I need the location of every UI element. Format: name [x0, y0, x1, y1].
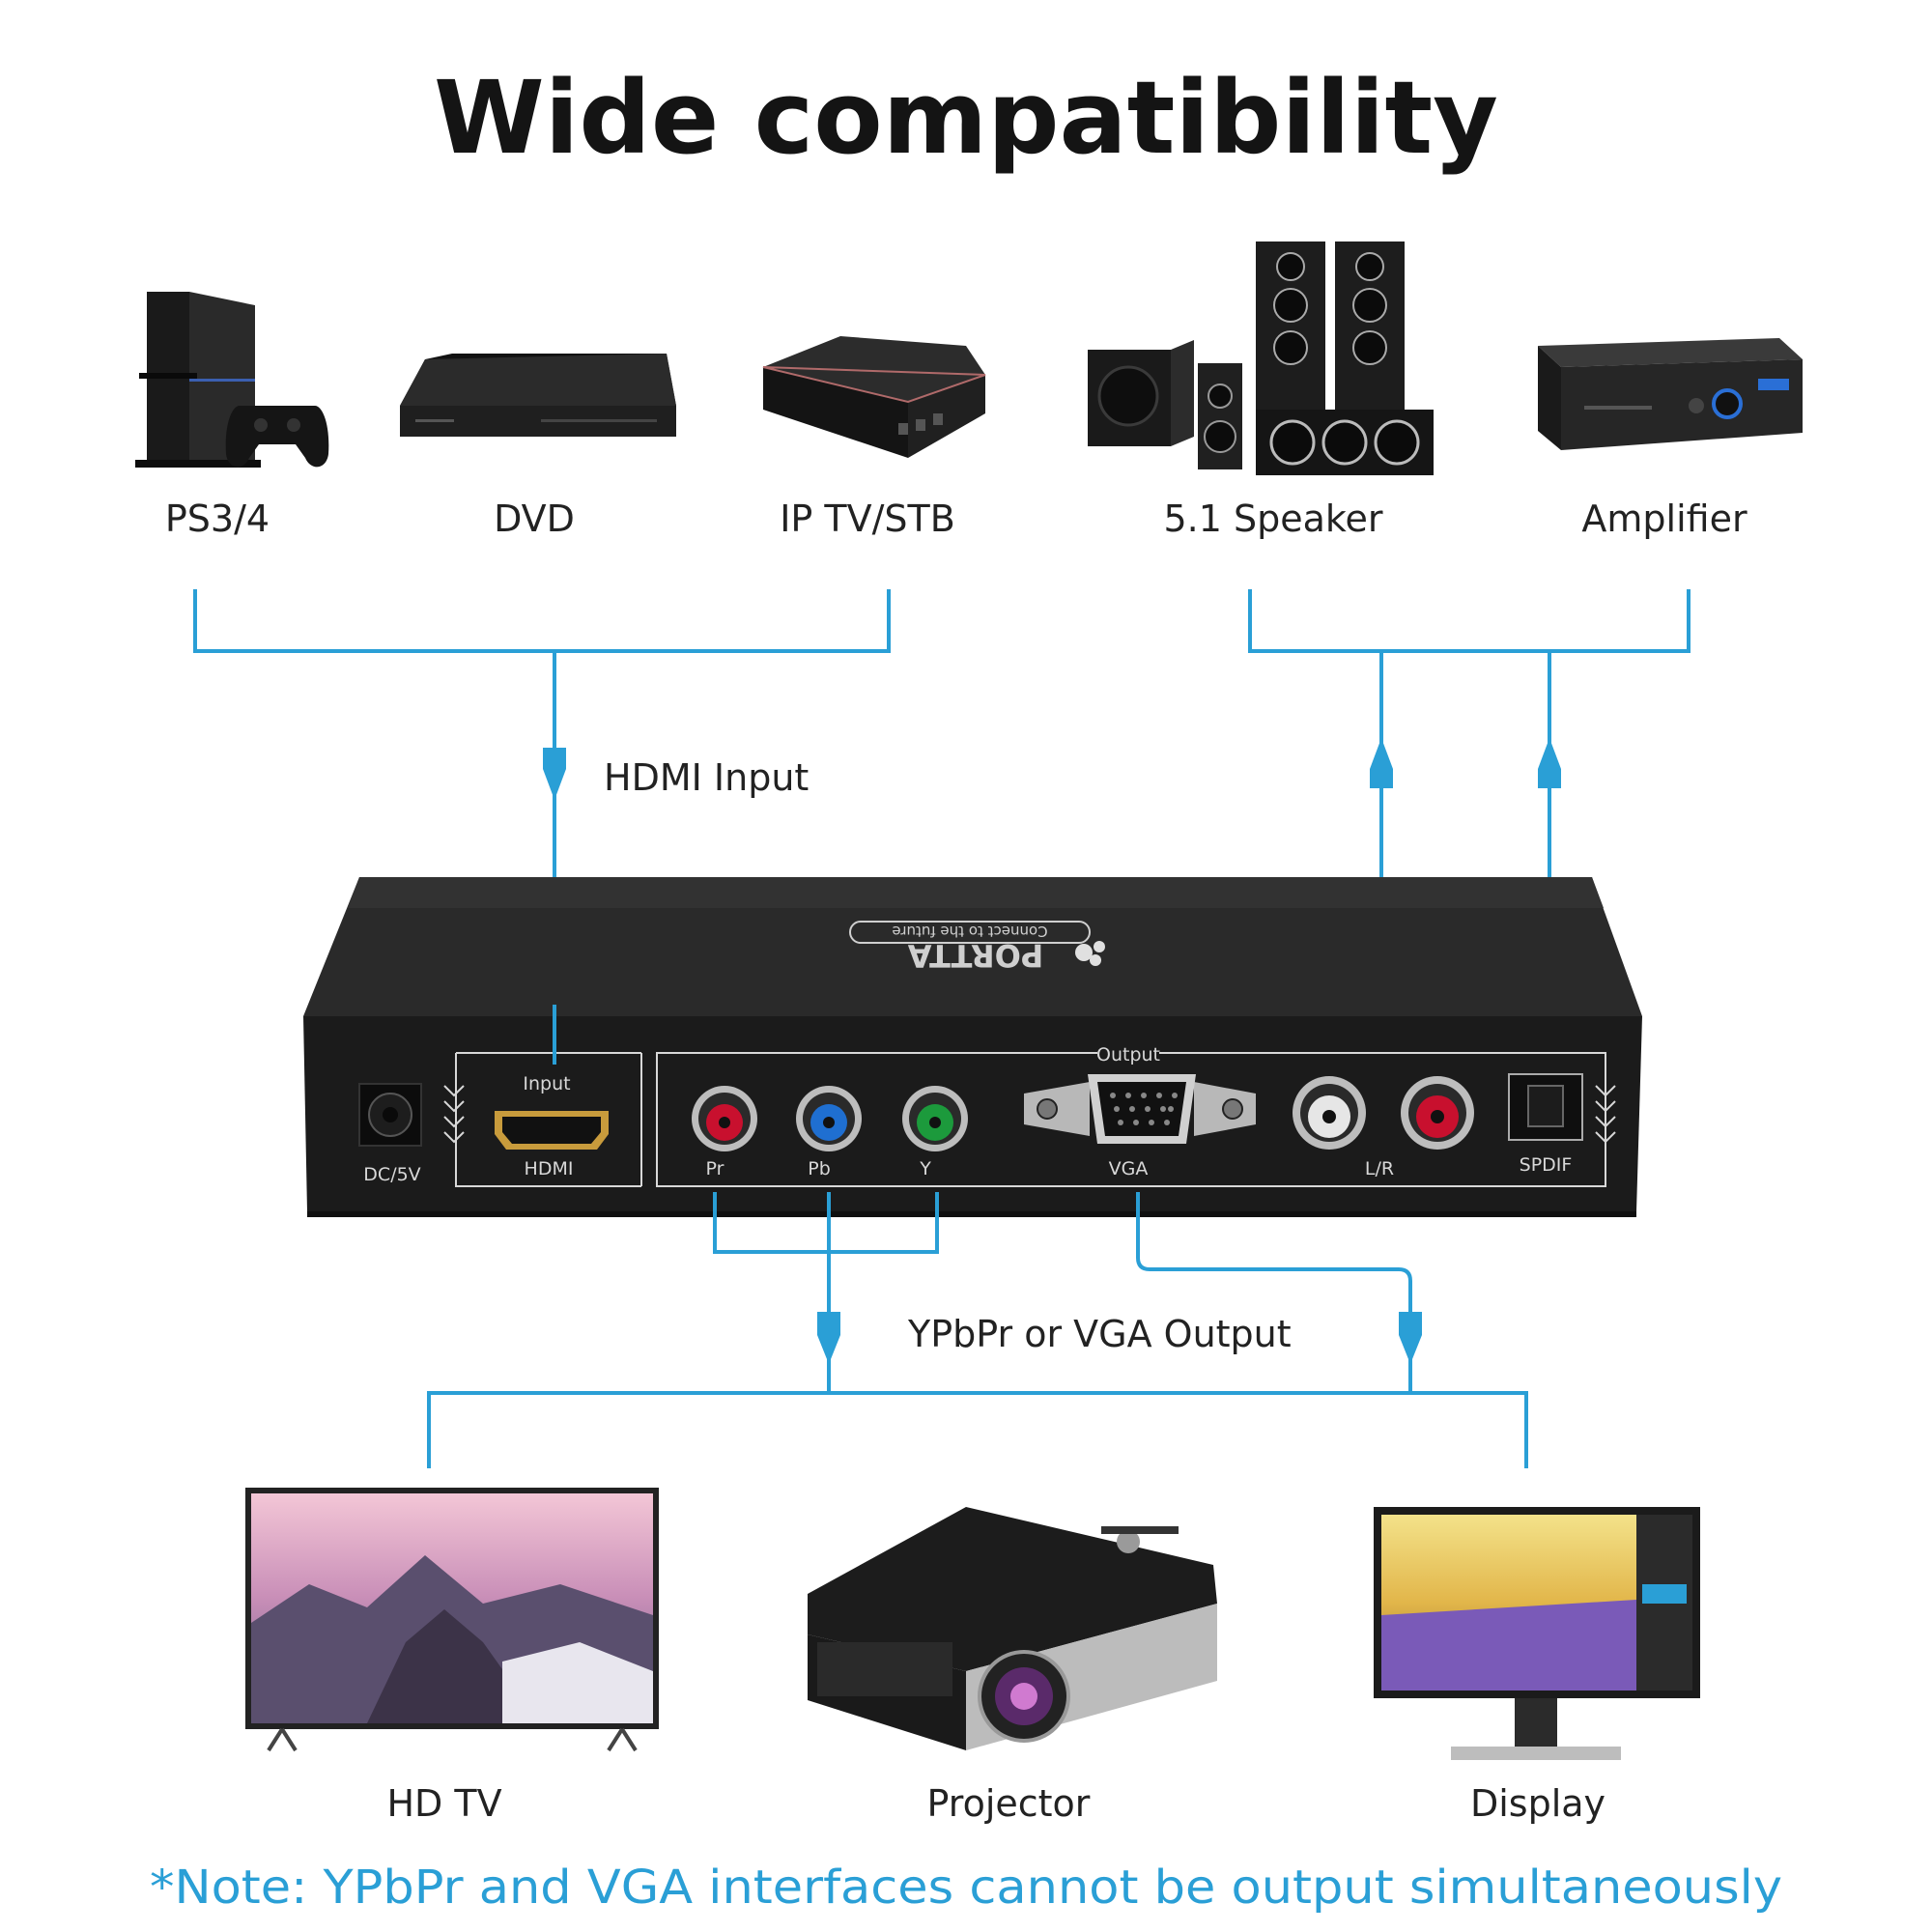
chevron-marks-left	[443, 1085, 465, 1144]
dc-power-port: DC/5V	[358, 1083, 422, 1185]
brand-tagline: Connect to the future	[892, 923, 1047, 940]
rca-port-pr	[692, 1086, 757, 1151]
input-heading: Input	[523, 1073, 570, 1094]
monitor-icon	[1374, 1507, 1700, 1760]
vga-port-label: VGA	[1109, 1158, 1149, 1179]
dvd-player-icon	[400, 354, 676, 437]
game-console-icon	[135, 292, 329, 468]
rca-port-left-audio	[1293, 1076, 1366, 1150]
video-output-connector	[427, 1192, 1528, 1468]
tv-icon	[245, 1488, 659, 1752]
converter-device: Connect to the future PORTTA DC/5V Input…	[303, 877, 1642, 1217]
audio-label-amplifier: Amplifier	[1581, 497, 1747, 540]
brand-logo: Connect to the future PORTTA	[849, 921, 1105, 974]
audio-label-speaker: 5.1 Speaker	[1163, 497, 1382, 540]
brand-name: PORTTA	[908, 937, 1044, 974]
set-top-box-icon	[762, 336, 986, 458]
rca-port-pb	[796, 1086, 862, 1151]
display-label-projector: Projector	[927, 1782, 1091, 1825]
hdmi-port-label: HDMI	[525, 1158, 574, 1179]
source-label-dvd: DVD	[494, 497, 575, 540]
page-title: Wide compatibility	[434, 59, 1498, 177]
display-label-monitor: Display	[1470, 1782, 1605, 1825]
output-heading: Output	[1096, 1044, 1160, 1065]
source-label-stb: IP TV/STB	[780, 497, 955, 540]
speaker-system-icon	[1088, 242, 1434, 475]
amplifier-icon	[1538, 338, 1803, 450]
lr-port-label: L/R	[1365, 1158, 1394, 1179]
hdmi-port	[495, 1111, 609, 1150]
dc-port-label: DC/5V	[363, 1164, 420, 1185]
video-output-label: YPbPr or VGA Output	[907, 1313, 1292, 1355]
rca-port-y	[902, 1086, 968, 1151]
input-section: Input HDMI	[455, 1052, 642, 1187]
y-port-label: Y	[919, 1158, 931, 1179]
vga-port	[1024, 1074, 1256, 1144]
spdif-port-label: SPDIF	[1520, 1154, 1573, 1176]
display-label-tv: HD TV	[386, 1782, 501, 1825]
rca-port-right-audio	[1401, 1076, 1474, 1150]
hdmi-input-label: HDMI Input	[604, 756, 809, 799]
pb-port-label: Pb	[808, 1158, 831, 1179]
chevron-marks-right	[1595, 1085, 1616, 1144]
source-label-ps: PS3/4	[165, 497, 270, 540]
projector-icon	[808, 1507, 1217, 1750]
pr-port-label: Pr	[706, 1158, 724, 1179]
output-section: Output	[656, 1044, 1606, 1187]
spdif-port	[1508, 1073, 1583, 1141]
footnote: *Note: YPbPr and VGA interfaces cannot b…	[150, 1861, 1782, 1915]
